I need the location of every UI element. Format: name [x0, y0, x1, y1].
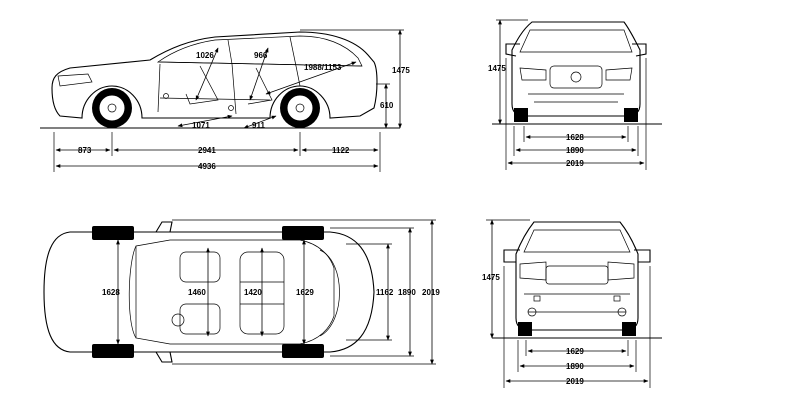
rear-width-mirrors-label: 2019 [566, 377, 584, 386]
front-view: 1475 1628 1890 2019 [488, 19, 662, 170]
cargo-label: 1988/1153 [304, 63, 342, 72]
top-rear-track-label: 1629 [296, 288, 314, 297]
top-width-mirrors-label: 2019 [422, 288, 440, 297]
front-overhang-label: 873 [78, 146, 92, 155]
ground-clearance-label: 610 [380, 101, 394, 110]
rear-shoulder-label: 1420 [244, 288, 262, 297]
interior-rear-label: 966 [254, 51, 268, 60]
top-front-track-label: 1628 [102, 288, 120, 297]
front-track-label: 1628 [566, 133, 584, 142]
rear-width-label: 1890 [566, 362, 584, 371]
side-windows [156, 35, 363, 67]
rear-track-label: 1629 [566, 347, 584, 356]
top-body-outline [43, 231, 375, 353]
wheelbase-label: 2941 [198, 146, 216, 155]
front-legroom-label: 1071 [192, 121, 210, 130]
cargo-width-label: 1162 [376, 288, 394, 297]
rear-overhang-label: 1122 [332, 146, 350, 155]
rear-body-outline [515, 221, 639, 331]
rear-height-label: 1475 [482, 273, 500, 282]
front-shoulder-label: 1460 [188, 288, 206, 297]
side-view: 1026 966 1988/1153 1071 911 1475 610 873… [40, 29, 410, 172]
front-width-label: 1890 [566, 146, 584, 155]
rear-legroom-label: 911 [252, 121, 265, 130]
top-view: 1628 1460 1420 1629 1162 1890 2019 [43, 219, 440, 365]
front-width-mirrors-label: 2019 [566, 159, 584, 168]
rear-view: 1475 1629 1890 2019 [482, 219, 662, 388]
length-label: 4936 [198, 162, 216, 171]
top-width-label: 1890 [398, 288, 416, 297]
side-body-outline [51, 31, 378, 119]
side-height-label: 1475 [392, 66, 410, 75]
front-height-label: 1475 [488, 64, 506, 73]
interior-front-label: 1026 [196, 51, 214, 60]
